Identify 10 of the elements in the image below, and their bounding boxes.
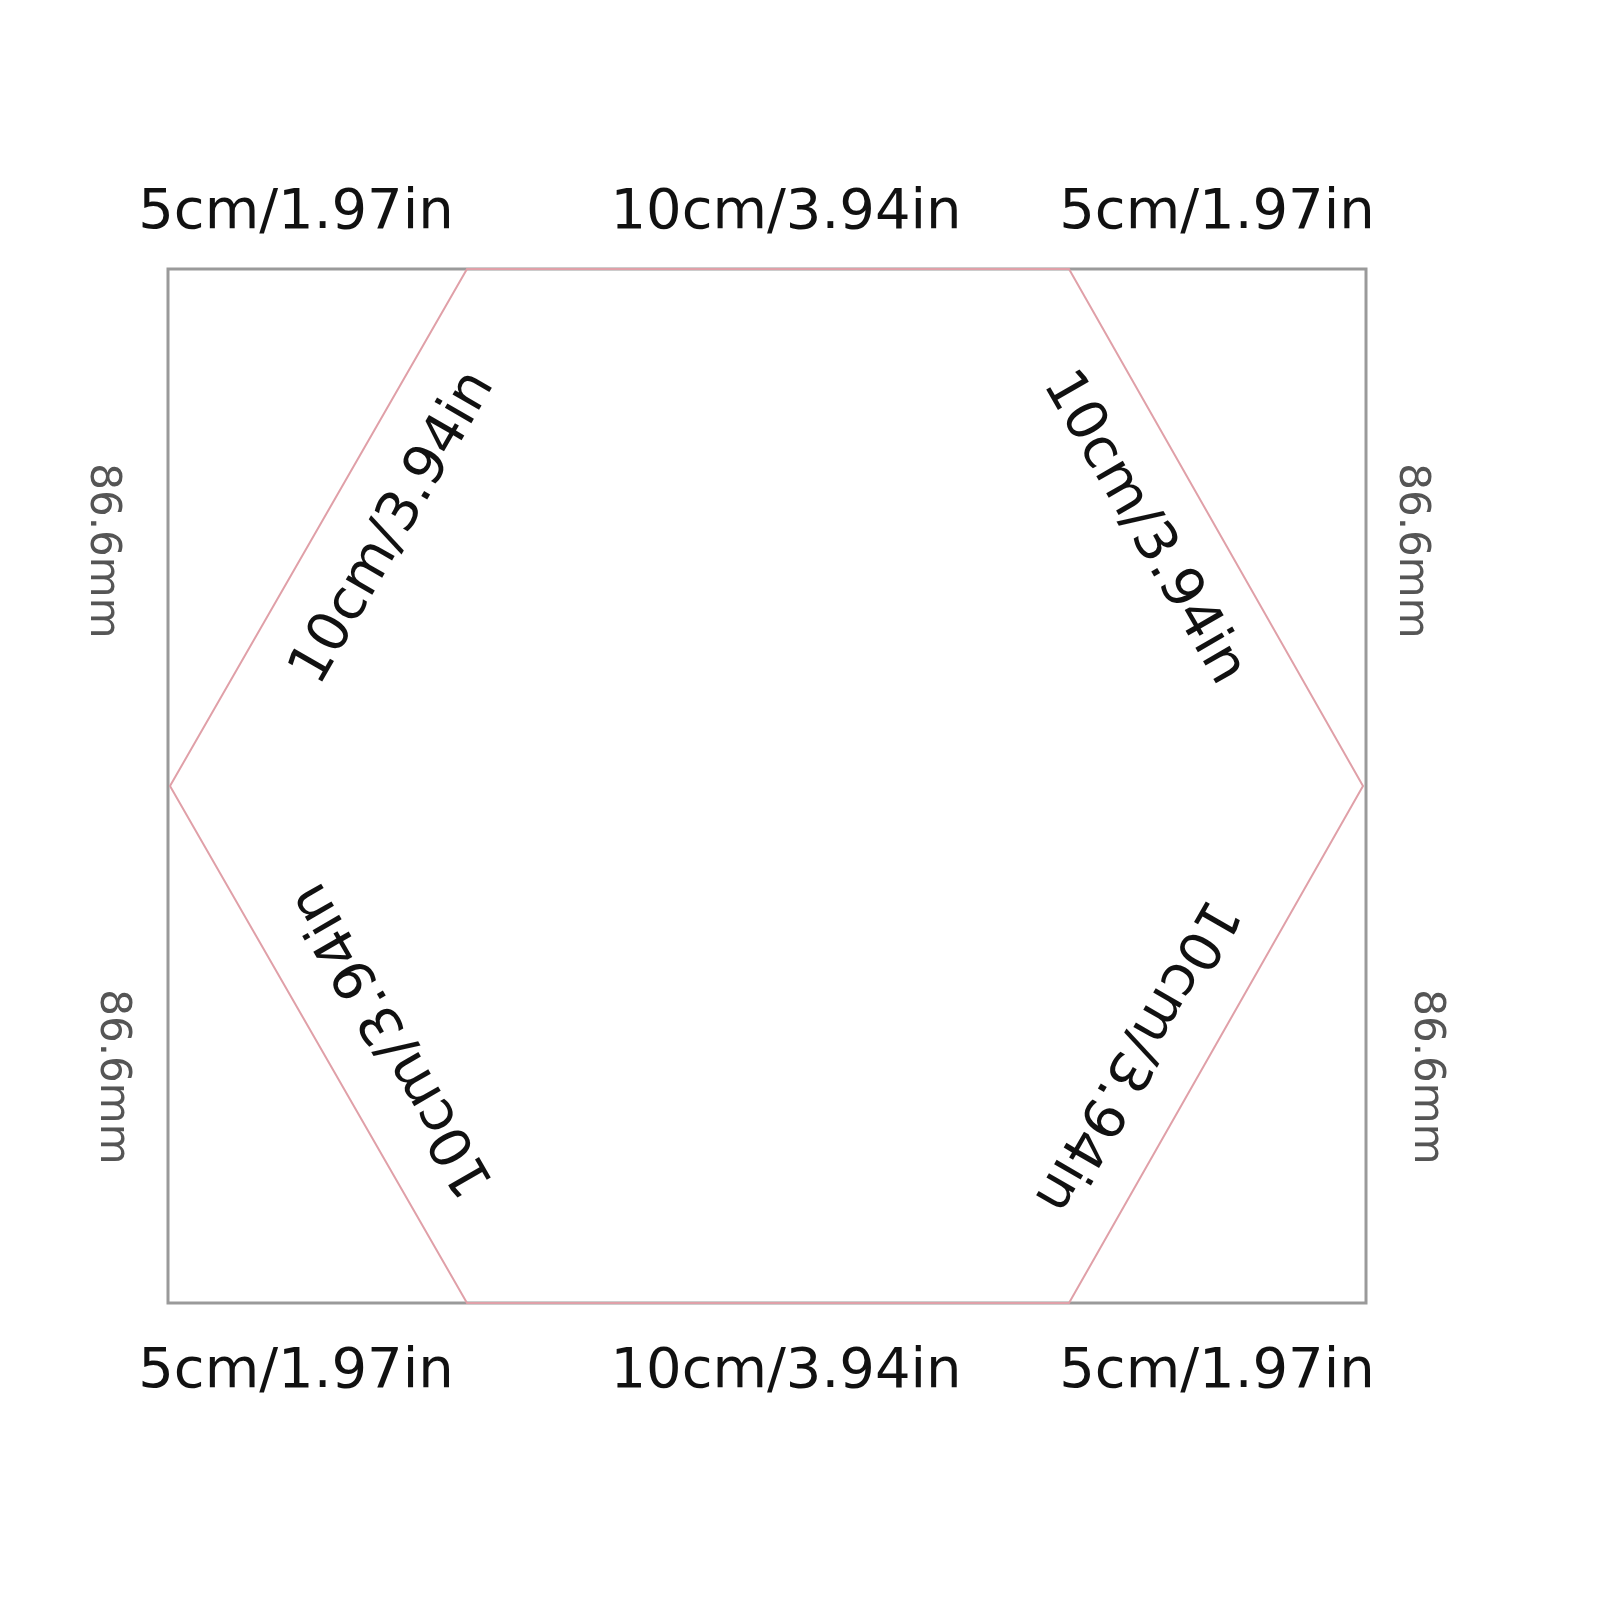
dimension-label: 86.6mm bbox=[94, 989, 136, 1165]
dimension-label: 5cm/1.97in bbox=[138, 181, 454, 237]
dimension-label: 86.6mm bbox=[1408, 989, 1450, 1165]
dimension-label: 5cm/1.97in bbox=[1059, 1340, 1375, 1396]
dimension-label: 86.6mm bbox=[1393, 463, 1435, 639]
dimension-label: 5cm/1.97in bbox=[138, 1340, 454, 1396]
dimension-label: 10cm/3.94in bbox=[610, 181, 962, 237]
dimension-label: 5cm/1.97in bbox=[1059, 181, 1375, 237]
dimension-label: 10cm/3.94in bbox=[610, 1340, 962, 1396]
dimension-label: 86.6mm bbox=[84, 463, 126, 639]
